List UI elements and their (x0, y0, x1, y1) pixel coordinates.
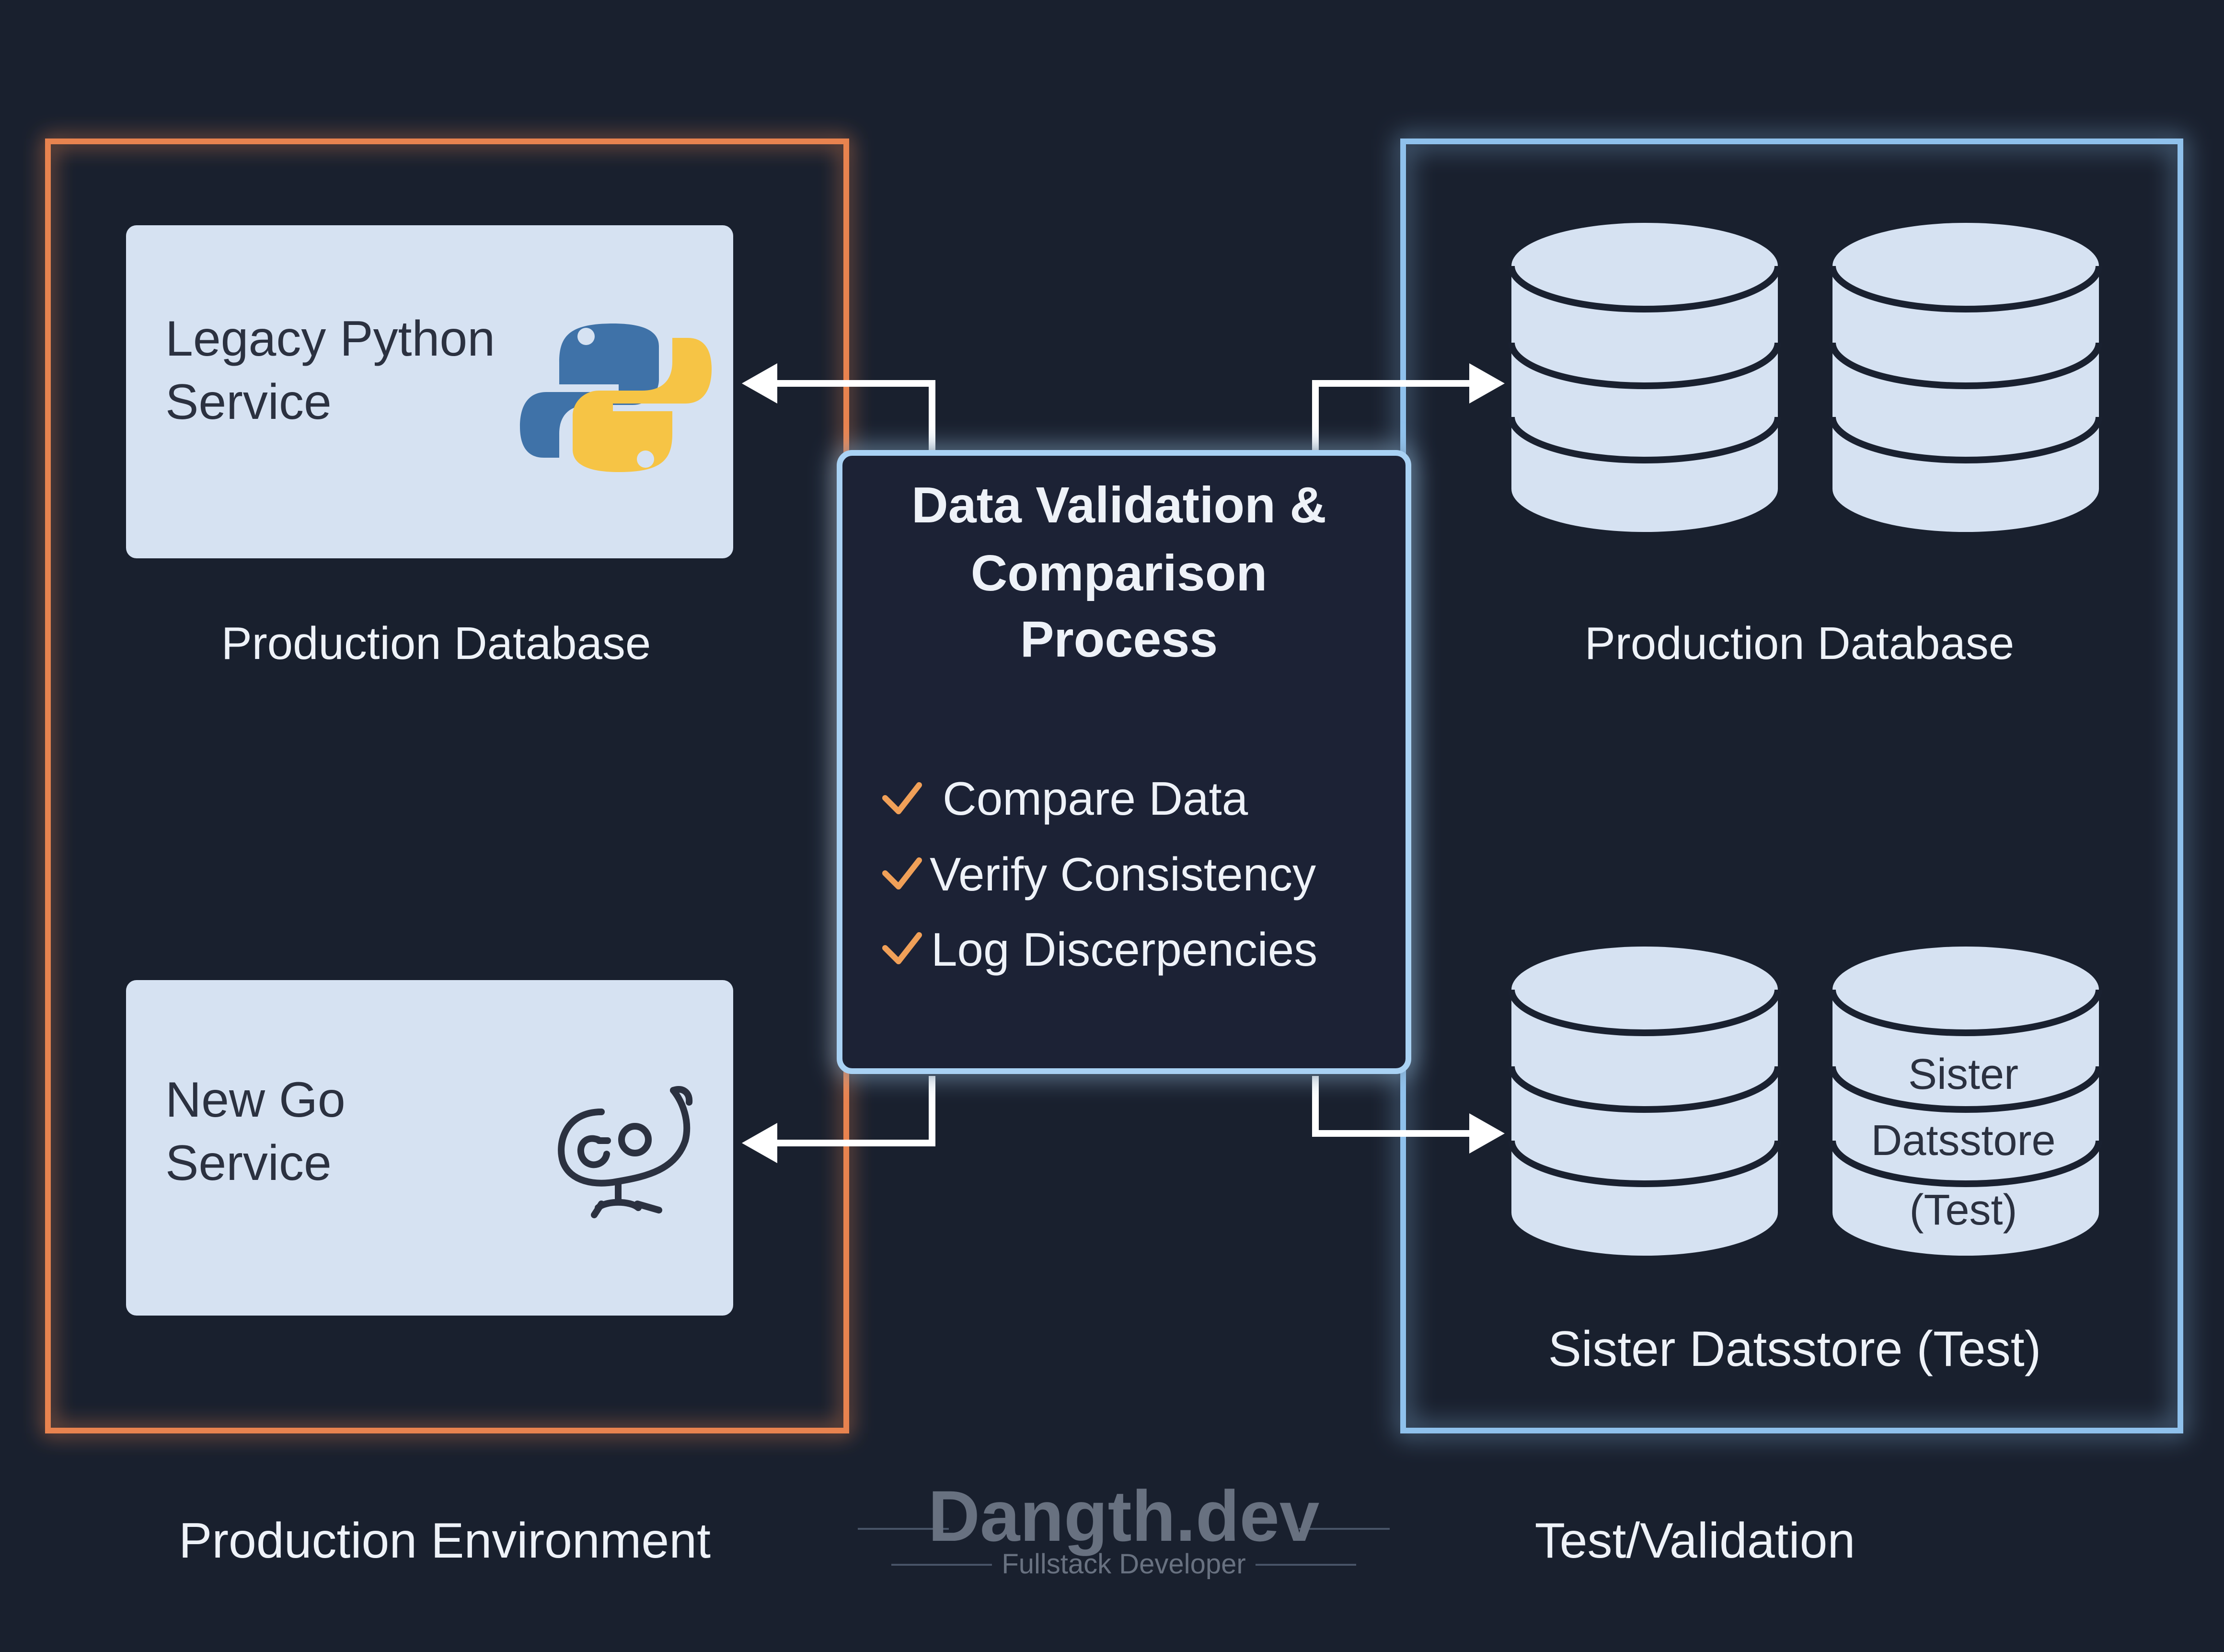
validation-process-box: Data Validation & Comparison Process Com… (837, 450, 1411, 1074)
go-service-card: New Go Service (126, 980, 733, 1316)
python-card-title-line1: Legacy Python (165, 311, 495, 367)
go-gopher-icon (558, 1086, 693, 1218)
python-logo-icon (520, 323, 712, 472)
checkmark-icon (882, 932, 922, 964)
arrow-to-test-databases (1312, 1076, 1505, 1154)
checkmark-icon (882, 782, 922, 814)
validation-title-line2: Comparison (971, 545, 1267, 601)
checklist-item: Log Discerpencies (882, 923, 1317, 976)
watermark: Dangth.dev Fullstack Developer (858, 1476, 1390, 1580)
database-icon (1508, 947, 1781, 1256)
arrow-to-production-databases (1312, 363, 1505, 453)
go-card-title-line2: Service (165, 1135, 332, 1191)
checkmark-icon (882, 857, 922, 890)
go-card-title-line1: New Go (165, 1072, 346, 1128)
checklist-item-label: Verify Consistency (930, 848, 1316, 901)
arrow-to-go-service (742, 1076, 935, 1163)
database-icon (1508, 223, 1781, 532)
sister-db-label-line1: Sister (1908, 1051, 2018, 1098)
sister-db-label-line2: Datsstore (1871, 1117, 2055, 1165)
arrow-to-python-service (742, 363, 935, 453)
validation-title-line3: Process (1020, 611, 1218, 668)
sister-datastore-caption: Sister Datsstore (Test) (1548, 1321, 2041, 1377)
sister-db-label-line3: (Test) (1910, 1186, 2017, 1234)
checklist-item: Compare Data (882, 772, 1248, 825)
test-validation-caption: Test/Validation (1535, 1513, 1855, 1569)
python-card-title-line2: Service (165, 374, 332, 430)
python-caption: Production Database (221, 618, 651, 669)
validation-title-line1: Data Validation & (911, 477, 1326, 533)
production-database-caption: Production Database (1585, 618, 2015, 669)
production-environment-caption: Production Environment (179, 1513, 711, 1569)
watermark-tagline: Fullstack Developer (1002, 1548, 1245, 1580)
checklist-item: Verify Consistency (882, 848, 1316, 901)
database-icon (1829, 223, 2102, 532)
python-service-card: Legacy Python Service (126, 225, 733, 558)
checklist-item-label: Compare Data (943, 772, 1248, 825)
checklist-item-label: Log Discerpencies (931, 923, 1317, 976)
sister-datastore-icon (1829, 947, 2102, 1256)
watermark-brand: Dangth.dev (928, 1476, 1320, 1556)
